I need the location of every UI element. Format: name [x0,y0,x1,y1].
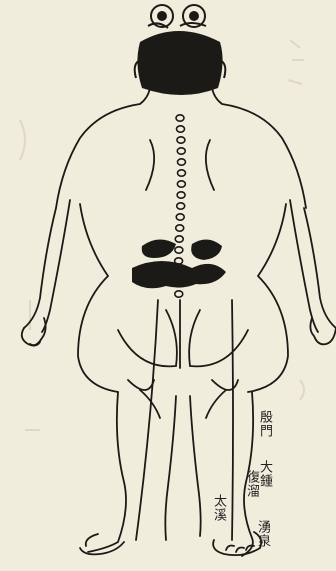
kidneys [142,239,222,260]
label-yinmen: 殷門 [258,410,271,438]
label-fuliu: 復溜 [245,470,258,498]
spine-point [175,236,183,242]
body-outline [22,88,336,556]
spine-point [177,203,185,209]
spine-point [176,126,184,132]
spine-point [176,225,184,231]
label-yongquan: 湧泉 [256,520,269,548]
label-taixi: 太溪 [212,494,225,522]
spine-point [176,115,184,121]
spine-point [177,137,185,143]
label-dazhong: 大鍾 [258,460,271,488]
spine-point [175,247,183,253]
spine-point [177,170,185,176]
spine-point [175,291,183,297]
spine-point [177,159,185,165]
spine-point [176,214,184,220]
spine-point [177,181,185,187]
spine-point [177,192,185,198]
hair-knots [148,5,206,28]
spine-point [177,148,185,154]
bleed-through-marks [20,40,304,430]
head-hair [137,31,222,95]
